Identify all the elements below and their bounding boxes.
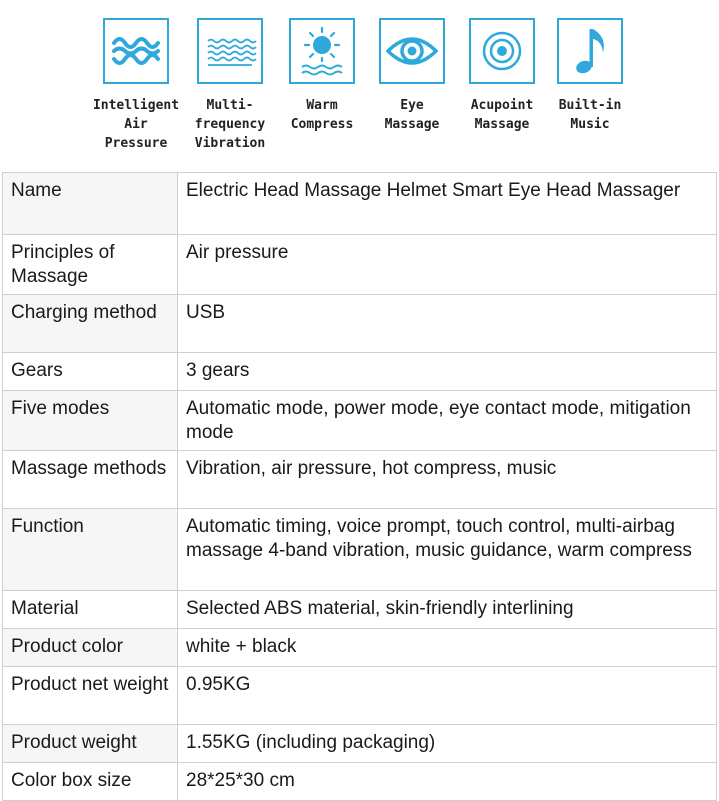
sun-warm-icon [289,18,355,84]
feature-eye-massage: Eye Massage [366,18,458,134]
spec-value: 28*25*30 cm [177,762,717,801]
feature-built-in-music: Built-in Music [544,18,636,134]
spec-value: Selected ABS material, skin-friendly int… [177,590,717,629]
feature-label: Intelligent Air Pressure [92,98,180,151]
spec-value: Air pressure [177,234,717,295]
spec-key: Function [2,508,178,591]
spec-value: Automatic timing, voice prompt, touch co… [177,508,717,591]
table-row: Function Automatic timing, voice prompt,… [2,508,717,591]
feature-intelligent-air-pressure: Intelligent Air Pressure [90,18,182,153]
spec-value: USB [177,294,717,353]
spec-key: Color box size [2,762,178,801]
product-spec-table: Name Electric Head Massage Helmet Smart … [2,172,717,801]
spec-value: Automatic mode, power mode, eye contact … [177,390,717,451]
spec-key: Product weight [2,724,178,763]
music-note-icon [557,18,623,84]
table-row: Name Electric Head Massage Helmet Smart … [2,172,717,235]
feature-warm-compress: Warm Compress [276,18,368,134]
table-row: Product net weight 0.95KG [2,666,717,725]
spec-key: Gears [2,352,178,391]
table-row: Five modes Automatic mode, power mode, e… [2,390,717,451]
feature-label: Warm Compress [290,98,354,132]
spec-value: Vibration, air pressure, hot compress, m… [177,450,717,509]
spec-key: Product color [2,628,178,667]
spec-value: 3 gears [177,352,717,391]
feature-label: Acupoint Massage [470,98,534,132]
spec-value: 1.55KG (including packaging) [177,724,717,763]
spec-key: Principles of Massage [2,234,178,295]
feature-label: Multi- frequency Vibration [194,98,266,151]
spec-value: white + black [177,628,717,667]
feature-acupoint-massage: Acupoint Massage [456,18,548,134]
table-row: Material Selected ABS material, skin-fri… [2,590,717,629]
spec-value: 0.95KG [177,666,717,725]
table-row: Product weight 1.55KG (including packagi… [2,724,717,763]
feature-multi-frequency-vibration: Multi- frequency Vibration [184,18,276,153]
spec-value: Electric Head Massage Helmet Smart Eye H… [177,172,717,235]
table-row: Massage methods Vibration, air pressure,… [2,450,717,509]
eye-icon [379,18,445,84]
spec-key: Name [2,172,178,235]
table-row: Charging method USB [2,294,717,353]
acupoint-target-icon [469,18,535,84]
feature-icons-row: Intelligent Air Pressure Multi- frequenc… [0,0,719,168]
vibration-wave-icon [197,18,263,84]
spec-key: Charging method [2,294,178,353]
air-pressure-wave-icon [103,18,169,84]
table-row: Principles of Massage Air pressure [2,234,717,295]
table-row: Gears 3 gears [2,352,717,391]
spec-key: Product net weight [2,666,178,725]
feature-label: Eye Massage [384,98,440,132]
table-row: Product color white + black [2,628,717,667]
spec-key: Massage methods [2,450,178,509]
feature-label: Built-in Music [558,98,622,132]
table-row: Color box size 28*25*30 cm [2,762,717,801]
spec-key: Material [2,590,178,629]
spec-key: Five modes [2,390,178,451]
